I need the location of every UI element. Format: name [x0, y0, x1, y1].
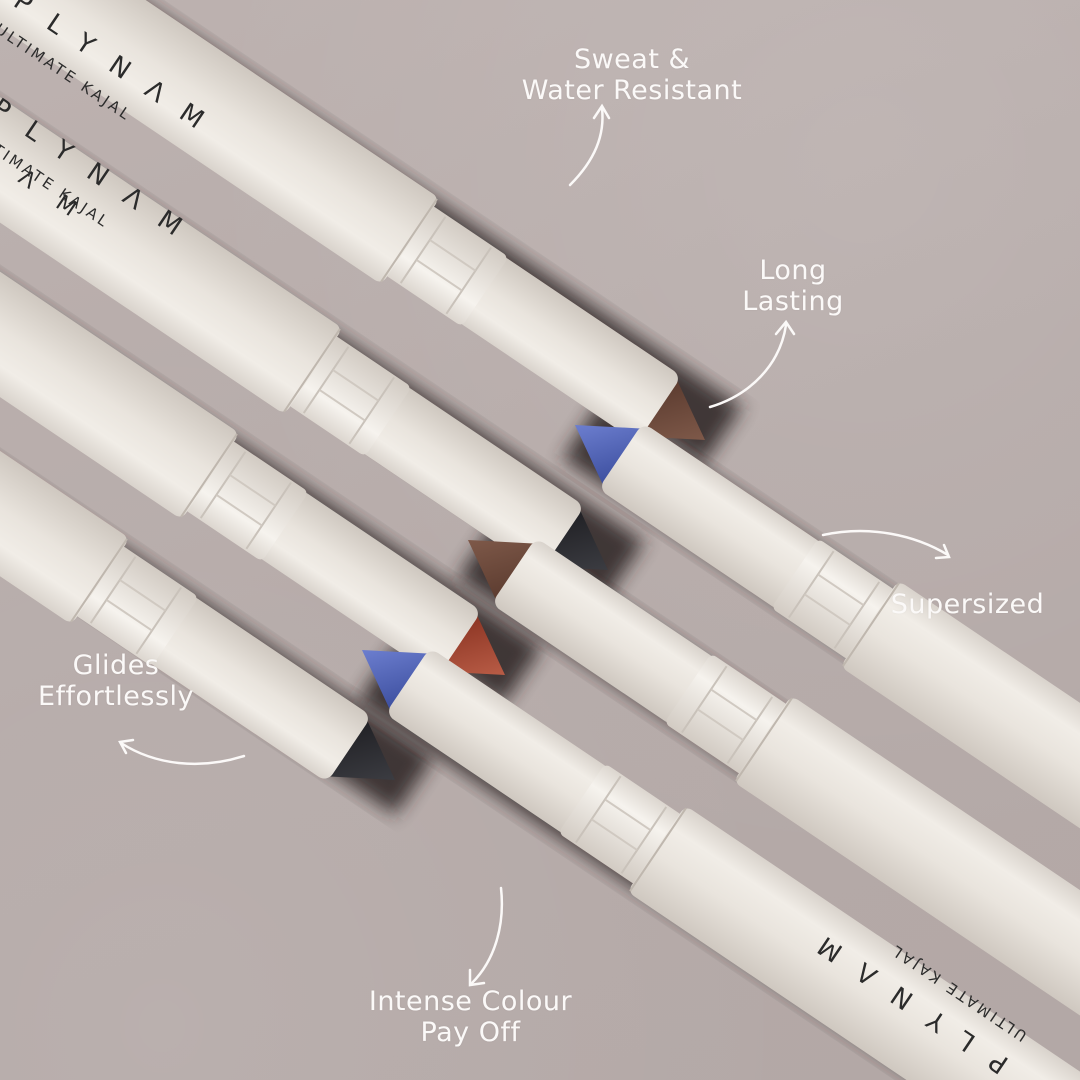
callout-sweat-water-resistant: Sweat & Water Resistant	[512, 44, 752, 106]
callout-line: Intense Colour	[368, 986, 573, 1017]
callout-line: Water Resistant	[521, 75, 743, 106]
arrow-super-icon	[821, 529, 951, 560]
callout-line: Lasting	[742, 286, 844, 317]
pencil-brown-sixth	[468, 526, 1080, 1080]
callout-line: Long	[759, 255, 827, 286]
arrow-sweat-icon	[568, 103, 611, 187]
callout-line: Effortlessly	[37, 681, 194, 712]
pencil-brown-top	[0, 0, 705, 454]
arrow-long-icon	[708, 319, 796, 409]
pencil-copper-third	[0, 0, 505, 689]
pencil-blue-seventh	[362, 636, 1080, 1080]
arrow-intense-icon	[468, 886, 504, 987]
callout-supersized: Supersized	[880, 589, 1055, 620]
callout-line: Glides	[72, 650, 160, 681]
pencil-blue-fifth	[575, 411, 1080, 1080]
callout-intense-colour-pay-off: Intense Colour Pay Off	[358, 986, 583, 1048]
callout-line: Supersized	[890, 589, 1045, 620]
callout-long-lasting: Long Lasting	[733, 255, 853, 317]
arrow-glides-icon	[118, 738, 246, 765]
pencil-black-fourth	[0, 34, 395, 794]
callout-line: Pay Off	[420, 1017, 521, 1048]
callout-glides-effortlessly: Glides Effortlessly	[27, 650, 205, 712]
callout-line: Sweat &	[573, 44, 691, 75]
